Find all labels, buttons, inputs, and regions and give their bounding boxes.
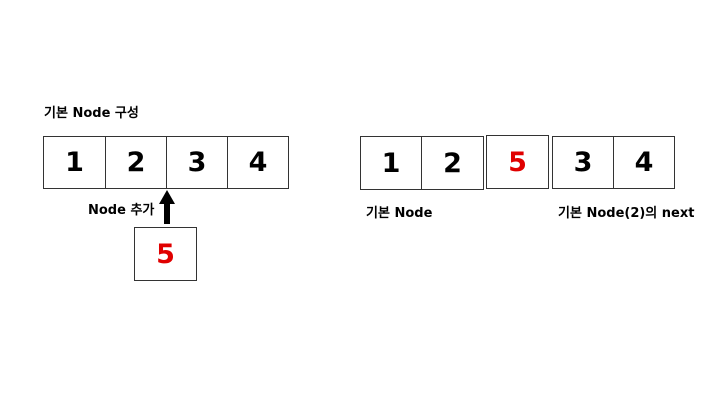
right-node-2: 2 [421, 136, 484, 190]
left-node-4: 4 [227, 136, 289, 189]
left-node-1: 1 [43, 136, 106, 189]
right-node-4: 4 [613, 136, 675, 189]
basic-node-label: 기본 Node [366, 206, 433, 221]
basic-node-next-label: 기본 Node(2)의 next [558, 206, 695, 221]
right-node-3: 3 [552, 136, 614, 189]
left-node-3: 3 [166, 136, 228, 189]
basic-node-title: 기본 Node 구성 [44, 106, 139, 121]
inserted-node-5: 5 [486, 135, 549, 189]
new-node-5: 5 [134, 227, 197, 281]
arrow-up-icon [159, 190, 175, 224]
right-node-1: 1 [360, 136, 422, 190]
add-node-label: Node 추가 [88, 203, 155, 218]
left-node-2: 2 [105, 136, 167, 189]
